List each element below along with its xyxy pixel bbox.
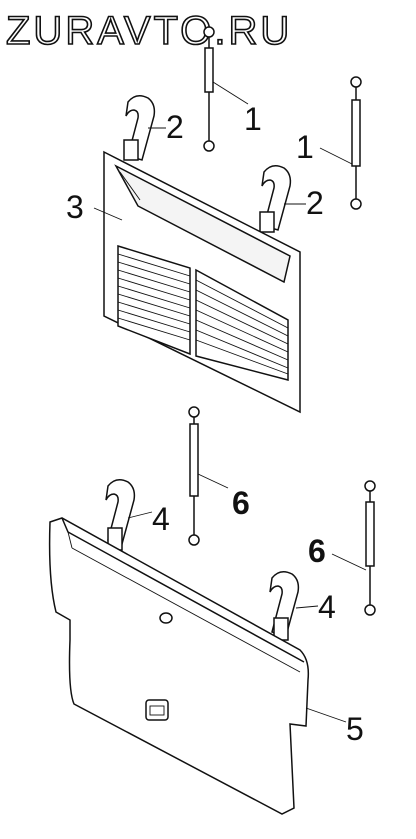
callout-2-right: 2	[306, 185, 324, 221]
lock-hole-icon	[159, 612, 173, 624]
gas-strut-upper-left	[203, 26, 249, 152]
callout-4-left: 4	[152, 501, 170, 537]
hinge-upper-left	[123, 95, 166, 161]
handle-recess	[145, 699, 169, 721]
callout-2-left: 2	[166, 109, 184, 145]
grille-louvers-right	[195, 279, 289, 375]
gas-strut-lower-right	[331, 480, 376, 616]
callout-6-left: 6	[232, 485, 250, 521]
callout-6-right: 6	[308, 533, 326, 569]
callout-1-left: 1	[244, 101, 262, 137]
hinge-upper-right	[259, 165, 306, 233]
gas-strut-upper-right	[319, 76, 362, 210]
callout-5: 5	[346, 711, 364, 747]
grille-panel	[93, 150, 301, 414]
hinge-lower-left	[105, 479, 153, 551]
callout-3: 3	[66, 189, 84, 225]
hinge-lower-right	[269, 571, 319, 641]
callout-1-right: 1	[296, 129, 314, 165]
callout-4-right: 4	[318, 589, 336, 625]
watermark-text: ZURAVTO.RU	[6, 9, 292, 53]
gas-strut-lower-left	[188, 406, 229, 546]
grille-louvers-left	[117, 253, 191, 341]
lower-panel	[48, 517, 347, 815]
